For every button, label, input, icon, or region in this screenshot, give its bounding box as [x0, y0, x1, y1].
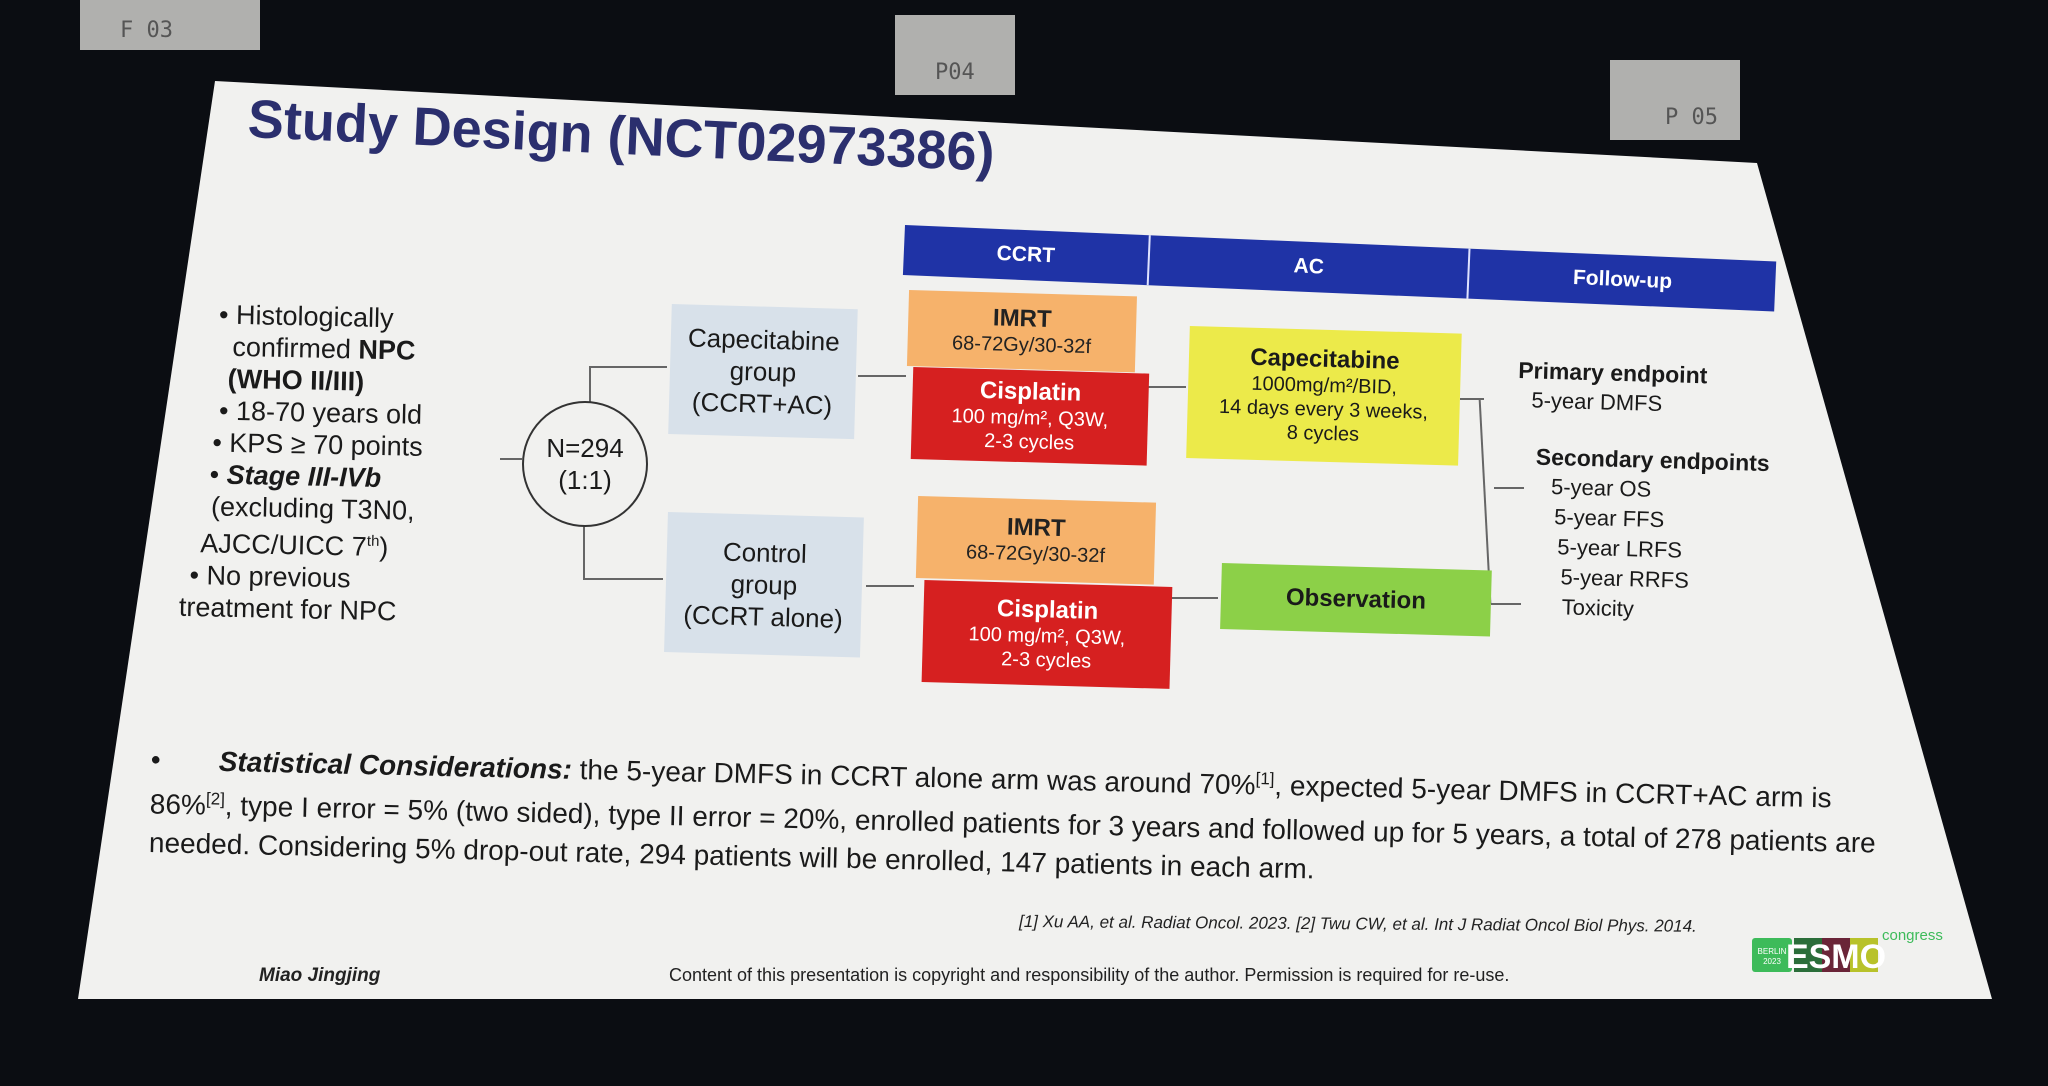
connector-line [1146, 386, 1186, 388]
svg-text:BERLIN: BERLIN [1758, 947, 1787, 956]
criterion: • 18-70 years old [218, 395, 423, 430]
allocation-ratio: (1:1) [558, 465, 612, 495]
sample-size: N=294 [546, 433, 624, 463]
criterion: (excluding T3N0, [210, 491, 415, 526]
connector-line [589, 366, 591, 402]
background-label: F 03 [120, 18, 173, 43]
background-sign [1610, 60, 1740, 140]
statistical-considerations: •Statistical Considerations: the 5-year … [148, 744, 1877, 885]
connector-line [1460, 398, 1484, 400]
criterion: treatment for NPC [178, 591, 397, 627]
connector-line [1494, 487, 1524, 489]
criterion: AJCC/UICC 7th) [199, 528, 389, 563]
phase-ccrt: CCRT [902, 225, 1151, 286]
connector-line [858, 375, 906, 377]
secondary-endpoint: Toxicity [1561, 594, 1635, 622]
svg-text:ESMO: ESMO [1786, 938, 1886, 974]
criterion: • Histologically [218, 299, 394, 334]
author-name: Miao Jingjing [259, 965, 381, 986]
criterion: confirmed NPC [232, 331, 416, 366]
references: [1] Xu AA, et al. Radiat Oncol. 2023. [2… [1018, 912, 1697, 936]
primary-endpoint: 5-year DMFS [1531, 387, 1663, 417]
connector-line [589, 366, 667, 368]
criterion: • Stage III-IVb [209, 459, 382, 494]
connector-line [500, 458, 522, 460]
phase-ac: AC [1148, 235, 1471, 299]
criterion: (WHO II/III) [227, 363, 365, 397]
observation-box: Observation [1220, 563, 1492, 637]
connector-line [583, 523, 585, 579]
copyright-notice: Content of this presentation is copyrigh… [669, 965, 1510, 985]
connector-line [1172, 597, 1218, 599]
connector-line [866, 585, 914, 587]
connector-line [1491, 603, 1521, 605]
esmo-congress-logo: BERLIN 2023 ESMO congress [1752, 928, 1943, 974]
background-sign [80, 0, 260, 50]
svg-text:congress: congress [1882, 928, 1943, 944]
criterion: • No previous [189, 560, 351, 594]
phase-follow-up: Follow-up [1572, 266, 1673, 294]
background-sign [895, 15, 1015, 95]
background-label: P04 [935, 60, 975, 85]
connector-line [583, 578, 663, 580]
slide-title: Study Design (NCT02973386) [246, 89, 996, 183]
background-label: P 05 [1665, 105, 1718, 130]
endpoints: Primary endpoint 5-year DMFS Secondary e… [1511, 355, 1772, 628]
eligibility-criteria: • Histologically confirmed NPC (WHO II/I… [179, 298, 426, 628]
svg-text:2023: 2023 [1763, 957, 1781, 966]
randomization-circle: N=294 (1:1) [522, 401, 648, 527]
capecitabine-ac-box: Capecitabine 1000mg/m²/BID,14 days every… [1186, 326, 1462, 466]
criterion: • KPS ≥ 70 points [212, 427, 424, 462]
